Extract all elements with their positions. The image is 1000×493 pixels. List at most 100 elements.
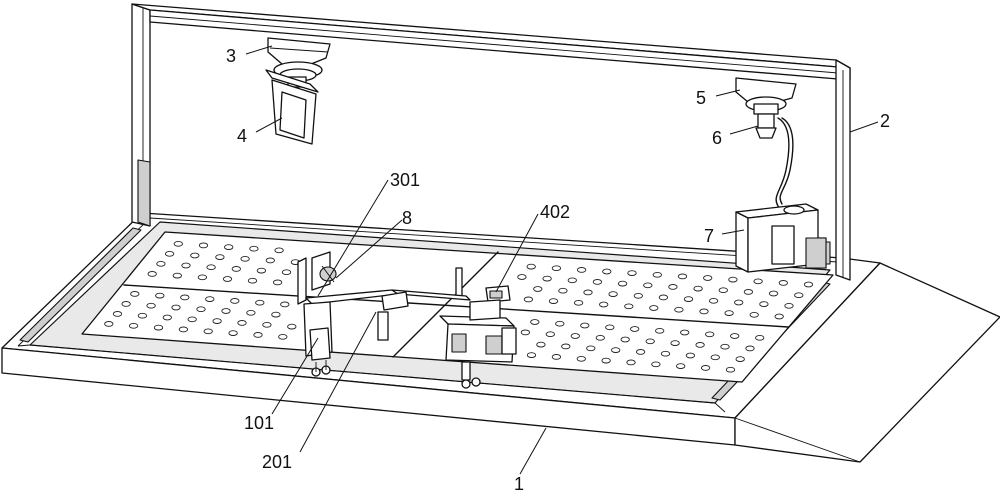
callout-labels: 3 4 5 6 2 7 301 8 402 101 201 1	[226, 46, 890, 493]
plate-hole	[803, 281, 814, 288]
plate-hole	[246, 309, 256, 316]
plate-hole	[601, 357, 611, 364]
plate-hole	[617, 280, 628, 287]
plate-hole	[253, 332, 263, 338]
plate-hole	[699, 308, 709, 315]
plate-hole	[558, 287, 568, 294]
plate-hole	[592, 279, 603, 285]
plate-hole	[608, 291, 618, 297]
perforated-plates	[81, 231, 834, 383]
plate-hole	[198, 242, 209, 249]
plate-hole	[112, 311, 123, 317]
plate-hole	[128, 322, 139, 329]
plate-hole	[685, 352, 696, 359]
plate-hole	[156, 260, 166, 267]
plate-hole	[181, 262, 191, 269]
plate-hole	[147, 271, 157, 277]
plate-hole	[155, 292, 165, 299]
plate-hole	[730, 333, 740, 339]
plate-hole	[548, 298, 559, 304]
plate-hole	[626, 359, 636, 366]
plate-hole	[274, 247, 284, 254]
top-motor-assembly	[265, 37, 331, 145]
plate-hole	[542, 275, 552, 282]
plate-hole	[171, 304, 181, 311]
label-tank: 7	[704, 226, 714, 246]
plate-hole	[104, 321, 114, 327]
plate-hole	[645, 338, 655, 345]
plate-hole	[215, 254, 225, 260]
plate-hole	[728, 276, 738, 283]
label-right-motor: 5	[696, 88, 706, 108]
plate-hole	[649, 305, 659, 311]
plate-hole	[784, 302, 794, 309]
plate-hole	[576, 267, 587, 273]
plate-hole	[526, 352, 537, 358]
plate-hole	[778, 280, 788, 286]
plate-hole	[280, 301, 290, 308]
plate-hole	[658, 294, 669, 301]
plate-hole	[633, 292, 643, 299]
plate-hole	[121, 301, 131, 307]
plate-hole	[602, 268, 612, 275]
plate-hole	[573, 299, 584, 306]
plate-hole	[164, 250, 175, 257]
plate-hole	[693, 285, 703, 292]
plate-hole	[745, 345, 755, 352]
plate-frame	[81, 231, 834, 383]
plate-hole	[630, 326, 640, 332]
plate-hole	[651, 361, 661, 368]
plate-hole	[536, 341, 546, 348]
plate-hole	[545, 331, 555, 338]
plate-hole	[281, 269, 292, 276]
plate-hole	[708, 297, 719, 304]
plate-hole	[203, 328, 213, 335]
lamp-panel-face	[279, 91, 307, 139]
plate-hole	[655, 327, 665, 334]
plate-hole	[237, 320, 247, 326]
plate-hole	[605, 324, 615, 331]
plate-hole	[710, 354, 720, 361]
plate-hole	[265, 257, 275, 264]
plate-hole	[755, 334, 765, 341]
plate-hole	[173, 240, 183, 247]
plate-hole	[695, 342, 705, 348]
plate-hole	[271, 311, 281, 318]
plate-hole	[197, 274, 208, 281]
plate-hole	[205, 296, 215, 302]
label-slide-rail: 101	[244, 413, 274, 433]
plate-hole	[724, 310, 734, 316]
plate-hole	[517, 274, 527, 280]
plate-hole	[278, 333, 288, 340]
plate-hole	[725, 366, 736, 373]
plate-hole	[153, 324, 164, 331]
plate-hole	[652, 271, 662, 278]
plate-hole	[583, 289, 593, 296]
plate-hole	[749, 311, 759, 318]
plate-hole	[627, 270, 637, 276]
label-cross-bar: 201	[262, 452, 292, 472]
plate-hole	[635, 349, 646, 355]
label-frame-base: 1	[514, 474, 524, 493]
plate-hole	[287, 323, 297, 330]
plate-hole	[256, 267, 267, 274]
plate-hole	[718, 287, 728, 294]
label-left-post: 301	[390, 170, 420, 190]
plate-hole	[580, 322, 590, 329]
plate-hole	[224, 244, 234, 250]
plate-hole	[187, 316, 197, 323]
plate-hole	[561, 343, 571, 350]
label-nozzle: 6	[712, 128, 722, 148]
plate-hole	[794, 292, 804, 299]
plate-hole	[228, 330, 238, 336]
plate-hole	[576, 355, 586, 362]
label-gantry-frame: 2	[880, 111, 890, 131]
plate-hole	[683, 296, 694, 302]
plate-hole	[570, 333, 580, 339]
plate-hole	[676, 363, 686, 369]
plate-hole	[551, 354, 562, 360]
plate-hole	[703, 275, 713, 281]
plate-hole	[567, 277, 577, 284]
